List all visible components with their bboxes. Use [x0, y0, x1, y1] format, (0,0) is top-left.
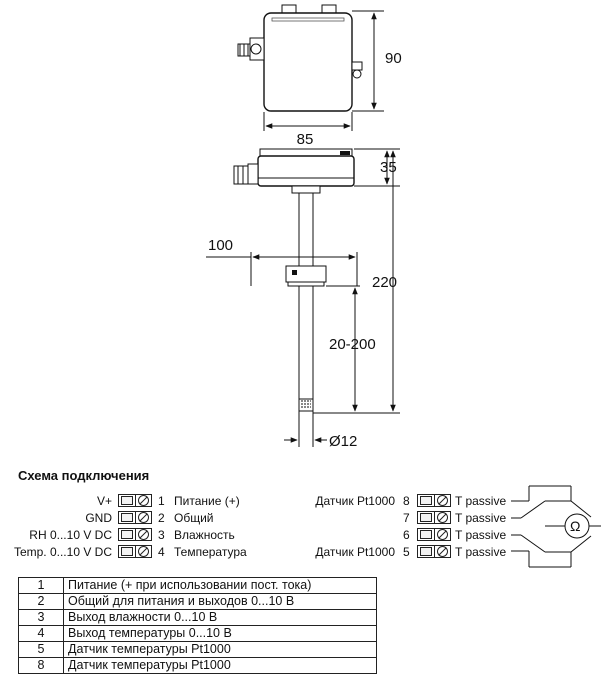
terminal-number: 1	[158, 494, 165, 508]
dimension-20-200: 20-200	[326, 285, 376, 412]
table-cell-num: 2	[18, 593, 64, 610]
ohm-meter-icon	[564, 513, 590, 539]
terminal-description: Общий	[174, 511, 214, 525]
terminal-number: 8	[403, 494, 410, 508]
table-cell-text: Общий для питания и выходов 0...10 В	[63, 593, 377, 610]
terminal-number: 7	[403, 511, 410, 525]
table-cell-num: 1	[18, 577, 64, 594]
table-cell-num: 4	[18, 625, 64, 642]
terminal-description: T passive	[455, 528, 507, 542]
table-cell-text: Выход влажности 0...10 В	[63, 609, 377, 626]
dim-100-label: 100	[208, 237, 233, 254]
dimension-drawing: 85 90 35 220	[206, 4, 402, 450]
table-row: 3 Выход влажности 0...10 В	[18, 609, 377, 626]
terminal-number: 4	[158, 545, 165, 559]
table-row: 2 Общий для питания и выходов 0...10 В	[18, 593, 377, 610]
terminal-number: 5	[403, 545, 410, 559]
table-cell-num: 5	[18, 641, 64, 658]
dimension-85: 85	[263, 112, 353, 148]
table-cell-text: Выход температуры 0...10 В	[63, 625, 377, 642]
wiring-title: Схема подключения	[18, 468, 150, 483]
pt1000-wiring	[511, 485, 601, 568]
table-cell-text: Питание (+ при использовании пост. тока)	[63, 577, 377, 594]
terminal	[417, 511, 451, 524]
sensor-side-view	[233, 148, 355, 412]
dimension-diameter: Ø12	[284, 411, 357, 450]
terminal-number: 2	[158, 511, 165, 525]
sensor-label: Датчик Pt1000	[315, 494, 395, 508]
table-cell-num: 3	[18, 609, 64, 626]
dim-35-label: 35	[380, 159, 397, 176]
terminal	[417, 545, 451, 558]
table-row: 1 Питание (+ при использовании пост. ток…	[18, 577, 377, 594]
dim-diameter-label: Ø12	[329, 433, 357, 450]
terminal	[417, 494, 451, 507]
terminal-description: T passive	[455, 494, 507, 508]
terminal-number: 6	[403, 528, 410, 542]
terminal-legend-table: 1 Питание (+ при использовании пост. ток…	[18, 577, 377, 674]
table-row: 5 Датчик температуры Pt1000	[18, 641, 377, 658]
dim-220-label: 220	[372, 274, 397, 291]
housing-top-view	[237, 4, 363, 112]
sensor-label: Датчик Pt1000	[315, 545, 395, 559]
table-row: 8 Датчик температуры Pt1000	[18, 657, 377, 674]
dimension-100: 100	[206, 237, 358, 286]
table-cell-num: 8	[18, 657, 64, 674]
dim-90-label: 90	[385, 50, 402, 67]
terminal	[118, 528, 152, 541]
terminal	[118, 511, 152, 524]
terminal-description: Влажность	[174, 528, 235, 542]
dim-20-200-label: 20-200	[329, 336, 376, 353]
table-cell-text: Датчик температуры Pt1000	[63, 657, 377, 674]
table-row: 4 Выход температуры 0...10 В	[18, 625, 377, 642]
signal-label: Temp. 0...10 V DC	[13, 545, 112, 559]
terminal-number: 3	[158, 528, 165, 542]
signal-label: V+	[96, 494, 112, 508]
terminal-description: Питание (+)	[174, 494, 240, 508]
dimension-90: 90	[352, 10, 402, 112]
signal-label: RH 0...10 V DC	[29, 528, 112, 542]
terminal	[118, 494, 152, 507]
signal-label: GND	[85, 511, 112, 525]
terminal	[417, 528, 451, 541]
table-cell-text: Датчик температуры Pt1000	[63, 641, 377, 658]
ohm-symbol: Ω	[570, 518, 581, 534]
terminal-description: T passive	[455, 511, 507, 525]
terminal-description: T passive	[455, 545, 507, 559]
dim-85-label: 85	[297, 131, 314, 148]
terminal	[118, 545, 152, 558]
dimension-220: 220	[313, 150, 400, 414]
terminal-description: Температура	[174, 545, 247, 559]
